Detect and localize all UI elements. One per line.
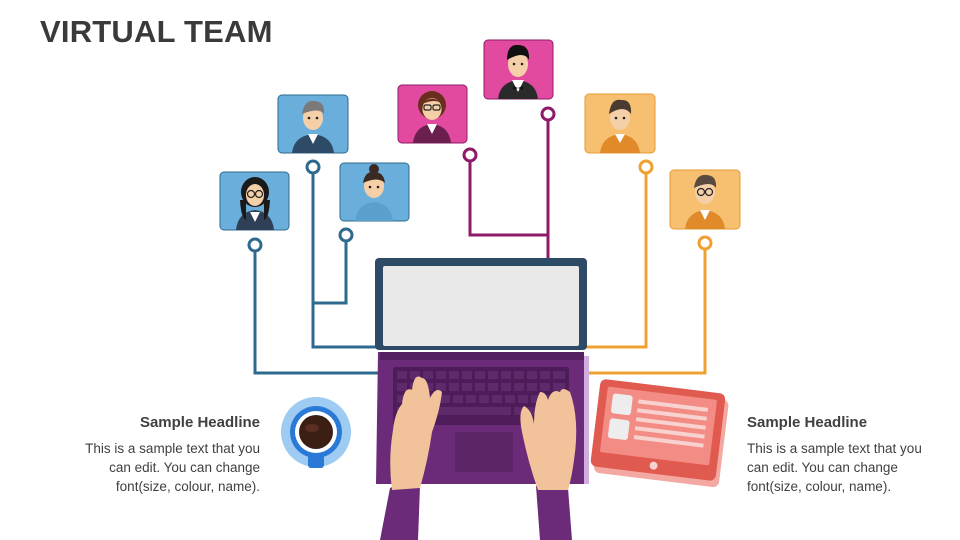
left-headline: Sample Headline bbox=[139, 414, 260, 431]
connector-ring bbox=[638, 159, 654, 175]
connector-lines bbox=[253, 114, 707, 375]
avatar-woman-pink-icon bbox=[397, 84, 468, 144]
connector-rings bbox=[247, 106, 713, 253]
right-headline: Sample Headline bbox=[747, 414, 868, 431]
connector-ring bbox=[338, 227, 354, 243]
avatar-man-grey-icon bbox=[277, 94, 349, 154]
connector-ring bbox=[697, 235, 713, 251]
right-body-text: This is a sample text that you can edit.… bbox=[747, 441, 922, 494]
coffee-cup-icon bbox=[281, 397, 351, 468]
tablet-icon bbox=[590, 379, 729, 488]
page-title: VIRTUAL TEAM bbox=[40, 14, 273, 49]
connector-ring bbox=[247, 237, 263, 253]
connector-line-4 bbox=[468, 155, 548, 237]
avatar-man-orange-icon bbox=[584, 93, 656, 154]
avatar-woman-glasses-icon bbox=[219, 171, 290, 231]
left-text-block: Sample Headline This is a sample text th… bbox=[60, 414, 260, 496]
avatar-man-tux-icon bbox=[483, 39, 554, 100]
connector-ring bbox=[462, 147, 478, 163]
laptop-icon bbox=[375, 258, 589, 484]
left-body-text: This is a sample text that you can edit.… bbox=[85, 441, 260, 494]
avatar-woman-bun-icon bbox=[339, 162, 410, 222]
connector-line-2 bbox=[311, 167, 382, 349]
connector-line-3 bbox=[313, 236, 348, 305]
right-text-block: Sample Headline This is a sample text th… bbox=[747, 414, 942, 496]
avatar-man-glasses-icon bbox=[669, 169, 741, 230]
connector-line-6 bbox=[582, 167, 648, 349]
connector-ring bbox=[540, 106, 556, 122]
connector-ring bbox=[305, 159, 321, 175]
connector-line-7 bbox=[582, 243, 707, 375]
connector-line-1 bbox=[253, 245, 382, 375]
typing-hands-icon bbox=[380, 376, 577, 540]
